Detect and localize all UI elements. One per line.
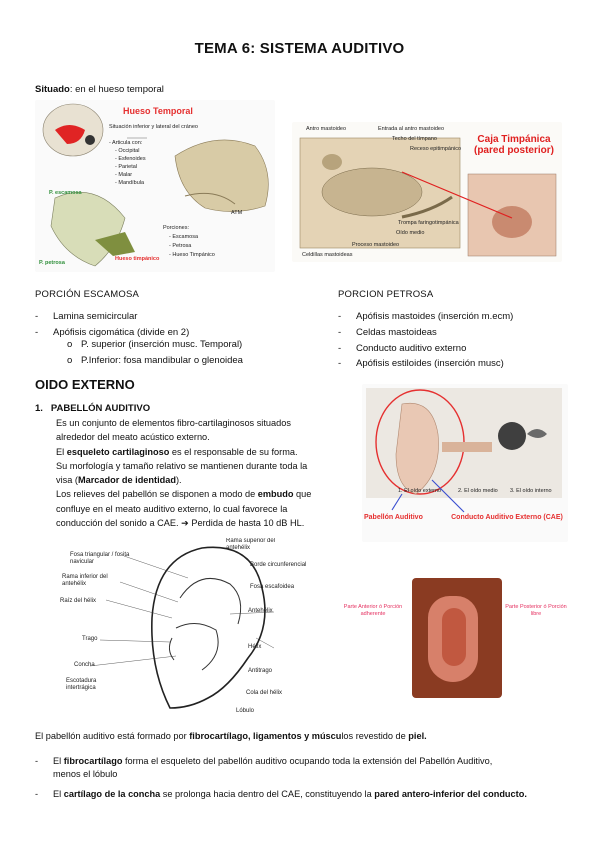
list-item: -Lamina semicircular [35,311,138,322]
bottom-section: El pabellón auditivo está formado por fi… [35,730,575,749]
hueso-timpanico-label: Hueso timpánico [115,256,160,262]
entrada-label: Entrada al antro mastoideo [378,126,445,132]
list-item: -Conducto auditivo externo [338,342,467,354]
situacion-label: Situación inferior y lateral del cráneo [109,124,198,130]
rama-superior-label: Rama superior del antehélix [226,538,276,552]
proceso-label: Proceso mastoideo [352,242,400,248]
cola-helix-label: Cola del hélix [246,690,283,696]
articula-4: - Parietal [115,164,138,170]
temporal-bone-figure: Hueso Temporal Situación inferior y late… [35,100,275,272]
petrosa-heading: PORCION PETROSA [338,289,434,300]
oido-medio-label: Oído medio [396,230,425,236]
porciones-4: - Hueso Timpánico [169,252,215,258]
borde-label: Borde circunferencial [250,562,307,568]
p-escamosa-label: P. escamosa [49,190,82,196]
parte-posterior-label: Parte Posterior ó Porción libre [505,604,567,617]
bottom-list: -El fibrocartílago forma el esqueleto de… [35,755,575,804]
list-item: -Apófisis estiloides (inserción musc) [338,358,504,370]
articula-3: - Esfenoides [115,156,146,162]
ear-photo [412,578,502,698]
porciones-2: - Escamosa [169,234,199,240]
celdillas-label: Celdillas mastoideas [302,252,353,258]
caja-timpanica-caption: Caja Timpánica (pared posterior) [473,134,554,156]
articula-1: - Articula con: [109,140,143,146]
bottom-intro: El pabellón auditivo está formado por fi… [35,731,427,741]
p-petrosa-label: P. petrosa [39,260,65,266]
fosa-escafoidea-label: Fosa escafoidea [250,584,295,590]
situado-line: Situado: en el hueso temporal [35,83,164,96]
petrosa-list: -Apófisis mastoides (inserción m.ecm) -C… [338,310,578,373]
situado-label: Situado [35,84,70,95]
auricle-illustration [89,546,275,709]
list-item: -Apófisis mastoides (inserción m.ecm) [338,311,514,322]
oido-externo-heading: OIDO EXTERNO [35,377,135,392]
list-item: -Apófisis cigomática (divide en 2) [35,326,190,338]
concha-label: Concha [74,662,95,668]
list-item: -El fibrocartílago forma el esqueleto de… [35,756,493,780]
caja-timpanica-figure: Antro mastoideo Entrada al antro mastoid… [292,122,562,262]
auricle-figure: Rama superior del antehélix Fosa triangu… [60,538,330,718]
hueso-temporal-label: Hueso Temporal [123,106,193,116]
fosa-triangular-label: Fosa triangular / fosita navicular [70,552,130,566]
list-item: -El cartílago de la concha se prolonga h… [35,788,527,799]
situado-text: : en el hueso temporal [69,84,164,95]
ear-photo-figure: Parte Anterior ó Porción adherente Parte… [338,578,568,698]
pabellon-heading: 1. PABELLÓN AUDITIVO [35,402,150,415]
page-title: TEMA 6: SISTEMA AUDITIVO [194,40,405,57]
porciones-3: - Petrosa [169,243,192,249]
escotadura-label: Escotadura intertrágica [66,678,97,692]
receso-label: Receso epitimpánico [410,146,462,152]
temporal-bone-illustration [42,103,269,267]
section-3-label: 3. El oído interno [510,488,552,494]
ear-sections-figure: 1. El oído externo 2. El oído medio 3. E… [362,384,568,542]
articula-6: - Mandíbula [115,180,145,186]
list-item: -Celdas mastoideas [338,326,437,338]
section-2-label: 2. El oído medio [458,488,498,494]
parte-anterior-label: Parte Anterior ó Porción adherente [343,604,403,617]
pabellon-auditivo-label: Pabellón Auditivo [364,514,423,521]
pabellon-paragraph: Es un conjunto de elementos fibro-cartil… [56,418,312,528]
section-1-label: 1. El oído externo [398,488,442,494]
escamosa-list: -Lamina semicircular -Apófisis cigomátic… [35,310,305,342]
escamosa-heading: PORCIÓN ESCAMOSA [35,289,140,300]
antro-label: Antro mastoideo [306,126,347,132]
raiz-helix-label: Raíz del hélix [60,598,97,604]
porciones-1: Porciones: [163,225,189,231]
pabellon-title: PABELLÓN AUDITIVO [50,403,151,414]
lobulo-label: Lóbulo [236,708,255,714]
articula-5: - Malar [115,172,133,178]
antitrago-label: Antitrago [248,668,273,674]
ear-sections-illustration [366,388,562,513]
trago-label: Trago [82,636,98,642]
antehelix-label: Antehélix [248,608,273,614]
helix-label: Hélix [248,644,262,650]
cae-label: Conducto Auditivo Externo (CAE) [451,514,563,521]
trompa-label: Trompa faringotimpánica [398,220,459,226]
articula-2: - Occipital [115,148,140,154]
rama-inferior-label: Rama inferior del antehélix [62,574,108,588]
caja-timpanica-illustration [299,137,557,257]
techo-label: Techo del tímpano [392,136,437,142]
atm-label: ATM [231,210,243,216]
pabellon-num: 1. [35,403,43,414]
